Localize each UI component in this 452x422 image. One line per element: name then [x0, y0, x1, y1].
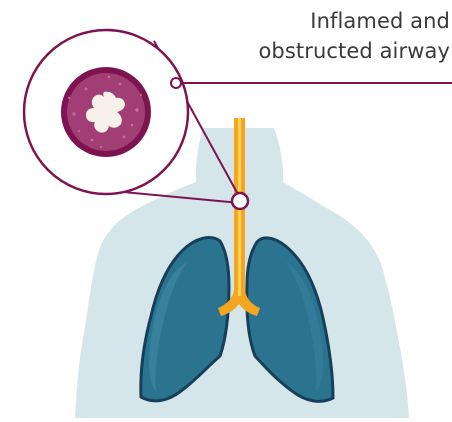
callout-label-line-2: obstructed airway: [190, 36, 450, 66]
callout-label-line-1: Inflamed and: [190, 6, 450, 36]
callout-dot: [171, 78, 181, 88]
trachea-focus-ring: [232, 193, 248, 209]
airway-cross-section-icon: [61, 67, 151, 157]
callout-label: Inflamed and obstructed airway: [190, 6, 450, 66]
